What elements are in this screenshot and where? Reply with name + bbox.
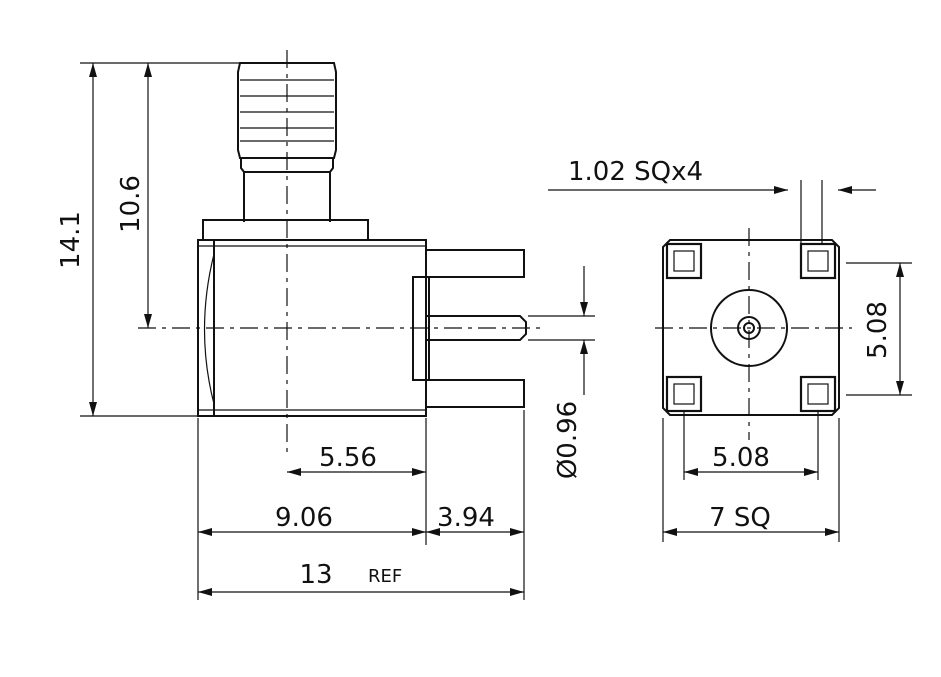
dim-pin-pitch-horizontal: 5.08 [712, 443, 770, 473]
dim-upper-height: 10.6 [116, 175, 146, 233]
flange [202, 219, 369, 241]
side-view [138, 50, 545, 455]
dim-pin-pitch-vertical: 5.08 [863, 301, 893, 359]
dim-overall-ref: REF [368, 566, 402, 587]
pad-bottom-left [665, 375, 703, 413]
dim-overall-length: 13 [299, 560, 332, 590]
dim-pin-diameter: Ø0.96 [553, 401, 583, 479]
pad-top-right [799, 242, 837, 280]
dim-center-offset: 5.56 [319, 443, 377, 473]
pad-bottom-right [799, 375, 837, 413]
dim-pin-square: 1.02 SQx4 [568, 157, 703, 187]
dim-body-square: 7 SQ [709, 503, 771, 533]
dim-body-length: 9.06 [275, 503, 333, 533]
front-square-body [662, 239, 840, 416]
dimension-lines [80, 62, 912, 600]
pad-top-left [665, 242, 703, 280]
dim-total-height: 14.1 [56, 211, 86, 269]
dim-pin-length: 3.94 [437, 503, 495, 533]
dimension-labels: 14.1 10.6 1.02 SQx4 5.08 Ø0.96 5.56 9.06… [56, 157, 893, 590]
front-view [655, 228, 852, 440]
